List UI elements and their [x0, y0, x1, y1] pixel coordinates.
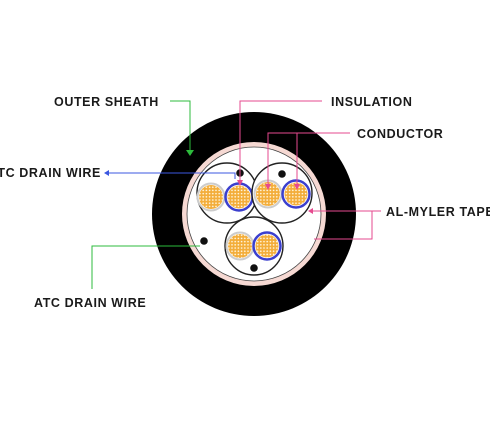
label-atc-drain-wire-top: ATC DRAIN WIRE	[0, 166, 101, 180]
leader-insulation-arrow	[237, 180, 243, 186]
leader-insulation	[239, 100, 322, 183]
drain-wire-dot	[278, 170, 286, 178]
leader-drain-wire-bottom	[91, 245, 200, 289]
drain-wire-dot	[200, 237, 208, 245]
leader-conductor	[267, 132, 350, 186]
leader-drain-wire-top-arrow	[104, 170, 109, 176]
label-insulation: INSULATION	[331, 95, 413, 109]
label-al-myler-tape: AL-MYLER TAPE	[386, 205, 490, 219]
pair-left	[196, 162, 258, 224]
label-outer-sheath: OUTER SHEATH	[54, 95, 159, 109]
leader-conductor-arrow	[294, 184, 300, 190]
leader-al-myler-arrow	[308, 208, 313, 214]
leader-outer-sheath	[170, 100, 191, 152]
pair-bottom	[224, 216, 284, 276]
leader-al-myler	[314, 210, 381, 240]
drain-wire-dot	[250, 264, 258, 272]
label-atc-drain-wire-bottom: ATC DRAIN WIRE	[34, 296, 147, 310]
leader-outer-sheath-arrow	[186, 150, 194, 156]
label-conductor: CONDUCTOR	[357, 127, 444, 141]
leader-conductor-arrow	[265, 184, 271, 190]
leader-drain-wire-top	[108, 172, 236, 179]
